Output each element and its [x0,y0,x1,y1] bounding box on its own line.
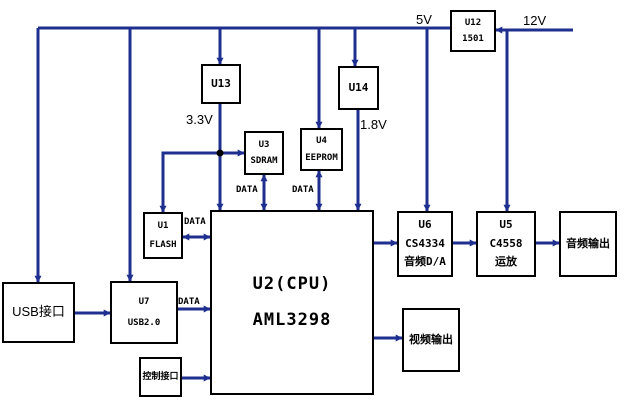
label-12v: 12V [523,13,547,28]
u1-ref: U1 [157,221,169,232]
u2-name: AML3298 [252,309,332,330]
u13-ref: U13 [211,76,231,90]
label-1v8: 1.8V [360,117,387,132]
label-data-u1: DATA [184,217,206,227]
label-data-u4: DATA [292,185,314,195]
u7-name: USB2.0 [127,317,161,328]
u12-name: 1501 [462,33,484,44]
usb-port-label: USB接口 [12,304,65,320]
u12-regulator: U12 1501 [450,10,496,52]
u3-name: SDRAM [250,156,278,166]
label-3v3: 3.3V [186,112,213,127]
u4-eeprom: U4 EEPROM [300,128,343,171]
u4-ref: U4 [316,136,327,147]
u1-name: FLASH [149,239,177,250]
u6-name: CS4334 [405,236,445,250]
label-data-u3: DATA [236,185,258,195]
label-5v: 5V [416,12,432,27]
u7-usb-controller: U7 USB2.0 [110,281,178,344]
u14-regulator: U14 [338,66,379,110]
u12-ref: U12 [464,18,482,29]
label-data-u7: DATA [178,297,200,307]
u6-ref: U6 [418,218,432,232]
u3-ref: U3 [258,139,270,150]
audio-output: 音频输出 [559,211,617,277]
u6-desc: 音频D/A [404,255,446,269]
junction-dot [216,149,224,157]
control-port-label: 控制接口 [142,371,179,382]
u5-opamp: U5 C4558 运放 [476,211,536,277]
u5-name: C4558 [489,236,523,250]
usb-port: USB接口 [2,282,75,343]
u13-branch [159,151,220,213]
control-port: 控制接口 [139,357,182,397]
u2-cpu: U2(CPU) AML3298 [210,210,374,395]
u3-sdram: U3 SDRAM [244,131,284,175]
u7-ref: U7 [138,297,150,308]
u5-ref: U5 [499,218,513,232]
audio-output-label: 音频输出 [566,236,610,250]
u4-name: EEPROM [305,152,338,163]
video-output: 视频输出 [402,308,460,372]
u14-ref: U14 [348,80,369,94]
u1-flash: U1 FLASH [143,212,183,259]
u5-desc: 运放 [495,255,517,269]
u2-ref: U2(CPU) [252,273,332,294]
video-output-label: 视频输出 [409,332,453,346]
u13-regulator: U13 [201,64,241,104]
u6-dac: U6 CS4334 音频D/A [397,211,453,277]
